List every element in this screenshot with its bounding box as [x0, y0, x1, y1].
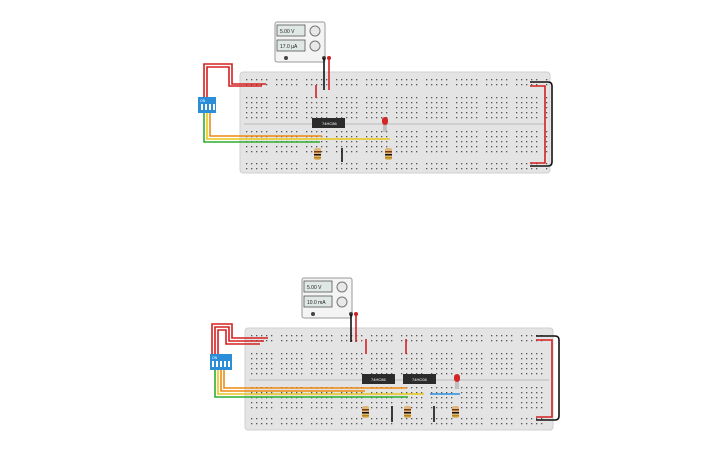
circuit-2-canvas: 5.00 V 10.0 mA — [210, 277, 560, 431]
breadboard[interactable] — [239, 71, 551, 174]
psu-current-readout: 10.0 mA — [307, 300, 326, 306]
ic-chip-74hc08[interactable]: 74HC08 — [403, 374, 436, 384]
psu-current-knob[interactable] — [309, 40, 321, 52]
psu-terminal-neg[interactable] — [284, 56, 288, 60]
psu-voltage-readout: 5.00 V — [307, 285, 322, 291]
dip-switch-label: ON — [212, 356, 218, 360]
breadboard-holes — [251, 335, 543, 425]
wires — [203, 58, 553, 167]
power-supply[interactable]: 5.00 V 10.0 mA — [301, 277, 358, 319]
psu-voltage-readout: 5.00 V — [280, 29, 295, 35]
resistor-2[interactable] — [404, 406, 411, 418]
circuit-1-canvas: 5.00 V 17.0 µA ON — [198, 21, 553, 174]
psu-current-readout: 17.0 µA — [280, 44, 298, 50]
resistor-3[interactable] — [452, 406, 459, 418]
breadboard[interactable] — [244, 327, 554, 431]
psu-voltage-knob[interactable] — [309, 25, 321, 37]
dip-switch[interactable]: ON — [210, 354, 232, 370]
led-red[interactable] — [382, 117, 388, 132]
ic-chip-74hc86[interactable]: 74HC86 — [312, 118, 345, 128]
resistor-1[interactable] — [362, 406, 369, 418]
wires — [211, 314, 560, 422]
chip-label: 74HC86 — [322, 121, 337, 126]
psu-current-knob[interactable] — [336, 296, 348, 308]
resistor-1[interactable] — [314, 148, 321, 160]
psu-voltage-knob[interactable] — [336, 281, 348, 293]
dip-switch[interactable]: ON — [198, 97, 216, 113]
resistor-2[interactable] — [385, 148, 392, 160]
chip-label: 74HC08 — [412, 377, 427, 382]
power-supply[interactable]: 5.00 V 17.0 µA — [274, 21, 331, 63]
dip-switch-label: ON — [200, 99, 206, 103]
circuit-1: 5.00 V 17.0 µA ON — [0, 0, 725, 226]
chip-label: 74HC86 — [371, 377, 386, 382]
ic-chip-74hc86[interactable]: 74HC86 — [362, 374, 395, 384]
led-red[interactable] — [454, 374, 460, 389]
circuit-2: 5.00 V 10.0 mA — [0, 226, 725, 453]
